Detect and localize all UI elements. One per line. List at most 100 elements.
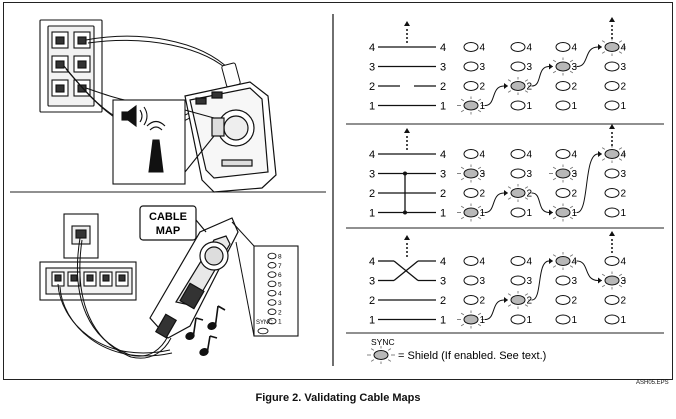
led-glow-ray	[552, 205, 557, 209]
led-number: 2	[572, 82, 578, 93]
wire-number-left: 2	[369, 81, 375, 93]
led-number: 1	[572, 101, 578, 112]
led-off	[604, 256, 620, 266]
scan-arrowhead	[598, 151, 602, 157]
led-off	[510, 275, 526, 286]
cables-bottom	[57, 237, 173, 359]
wire-number-right: 1	[440, 101, 446, 113]
led-glow-ray	[618, 273, 623, 277]
led-glow-ray	[618, 51, 623, 54]
led-callout-line-1	[231, 221, 255, 247]
remote-led	[267, 308, 277, 316]
led-off	[463, 149, 479, 159]
scan-arrowhead	[504, 83, 508, 89]
remote-led-block	[253, 245, 299, 337]
led-glow-ray	[569, 254, 574, 257]
led-number: 1	[480, 208, 486, 219]
led-glow-ray	[477, 109, 482, 113]
remote-led-number: 1	[278, 319, 282, 326]
led-off	[604, 207, 620, 218]
patch-panel	[39, 261, 137, 301]
led-glow-ray	[524, 186, 529, 189]
legend-text: = Shield (If enabled. See text.)	[398, 350, 546, 362]
cable-tester-main	[184, 81, 277, 193]
remote-led	[267, 280, 277, 288]
arrowhead	[404, 235, 410, 240]
led-glow-ray	[477, 312, 482, 316]
wire-number-right: 3	[440, 276, 446, 288]
led-glow-ray	[387, 348, 392, 351]
scan-path	[484, 192, 505, 213]
scan-arrowhead	[549, 63, 553, 70]
legend-title: SYNC	[371, 337, 395, 347]
dot	[406, 148, 408, 150]
led-glow-ray	[569, 265, 574, 268]
led-off	[510, 149, 526, 159]
led-number: 3	[572, 62, 578, 73]
led-glow-ray	[460, 205, 465, 209]
remote-sync-led	[257, 327, 269, 335]
led-off	[510, 207, 526, 218]
wire-number-right: 2	[440, 188, 446, 200]
scan-arrowhead	[504, 297, 508, 303]
led-off	[604, 188, 620, 198]
arrowhead	[609, 124, 615, 129]
led-off	[555, 314, 571, 325]
led-lit	[463, 207, 479, 218]
dot	[406, 251, 408, 253]
led-glow-ray	[552, 166, 557, 170]
led-off	[604, 81, 620, 91]
led-glow-ray	[460, 177, 465, 181]
speaker-callout	[112, 99, 215, 185]
led-off	[555, 295, 571, 305]
led-number: 2	[621, 82, 627, 93]
led-number: 2	[480, 296, 486, 307]
led-glow-ray	[601, 284, 606, 288]
led-off	[510, 314, 526, 325]
wire-number-left: 4	[369, 256, 375, 268]
led-number: 4	[527, 150, 533, 161]
led-lit	[555, 168, 571, 179]
scan-path	[531, 66, 550, 87]
arrowhead	[404, 128, 410, 133]
dot	[406, 140, 408, 142]
scan-path	[576, 46, 599, 67]
led-glow-ray	[477, 98, 482, 102]
remote-led	[267, 252, 277, 260]
arrowhead	[609, 231, 615, 236]
led-number: 1	[527, 101, 533, 112]
led-number: 4	[527, 43, 533, 54]
dot	[406, 144, 408, 146]
led-glow-ray	[569, 177, 574, 181]
wire-number-left: 1	[369, 101, 375, 113]
led-glow-ray	[569, 70, 574, 74]
led-off	[510, 168, 526, 179]
dot	[611, 136, 613, 138]
led-off	[555, 188, 571, 198]
led-off	[555, 149, 571, 159]
led-number: 3	[527, 62, 533, 73]
led-lit	[463, 100, 479, 111]
led-glow-ray	[370, 348, 375, 351]
led-glow-ray	[552, 265, 557, 268]
scan-arrowhead	[598, 277, 602, 284]
led-glow-ray	[601, 273, 606, 277]
led-glow-ray	[569, 216, 574, 220]
wire-number-right: 4	[440, 149, 446, 161]
led-number: 2	[480, 189, 486, 200]
led-glow-ray	[601, 147, 606, 150]
dot	[611, 247, 613, 249]
remote-led-number: 2	[278, 309, 282, 316]
led-number: 4	[572, 150, 578, 161]
led-number: 1	[572, 208, 578, 219]
led-number: 3	[480, 276, 486, 287]
dot	[611, 29, 613, 31]
led-lit	[555, 61, 571, 72]
dot	[406, 29, 408, 31]
led-glow-ray	[552, 70, 557, 74]
wire-number-right: 3	[440, 169, 446, 181]
dot	[406, 247, 408, 249]
led-number: 2	[527, 296, 533, 307]
